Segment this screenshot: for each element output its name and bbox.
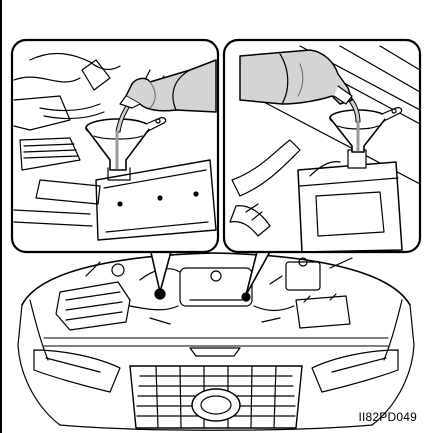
vehicle-engine-bay [18, 253, 414, 430]
inset-right [224, 40, 420, 252]
inset-left [12, 40, 218, 252]
callout-pointer-left [150, 248, 172, 292]
figure-code-label: II82PD049 [358, 410, 417, 424]
